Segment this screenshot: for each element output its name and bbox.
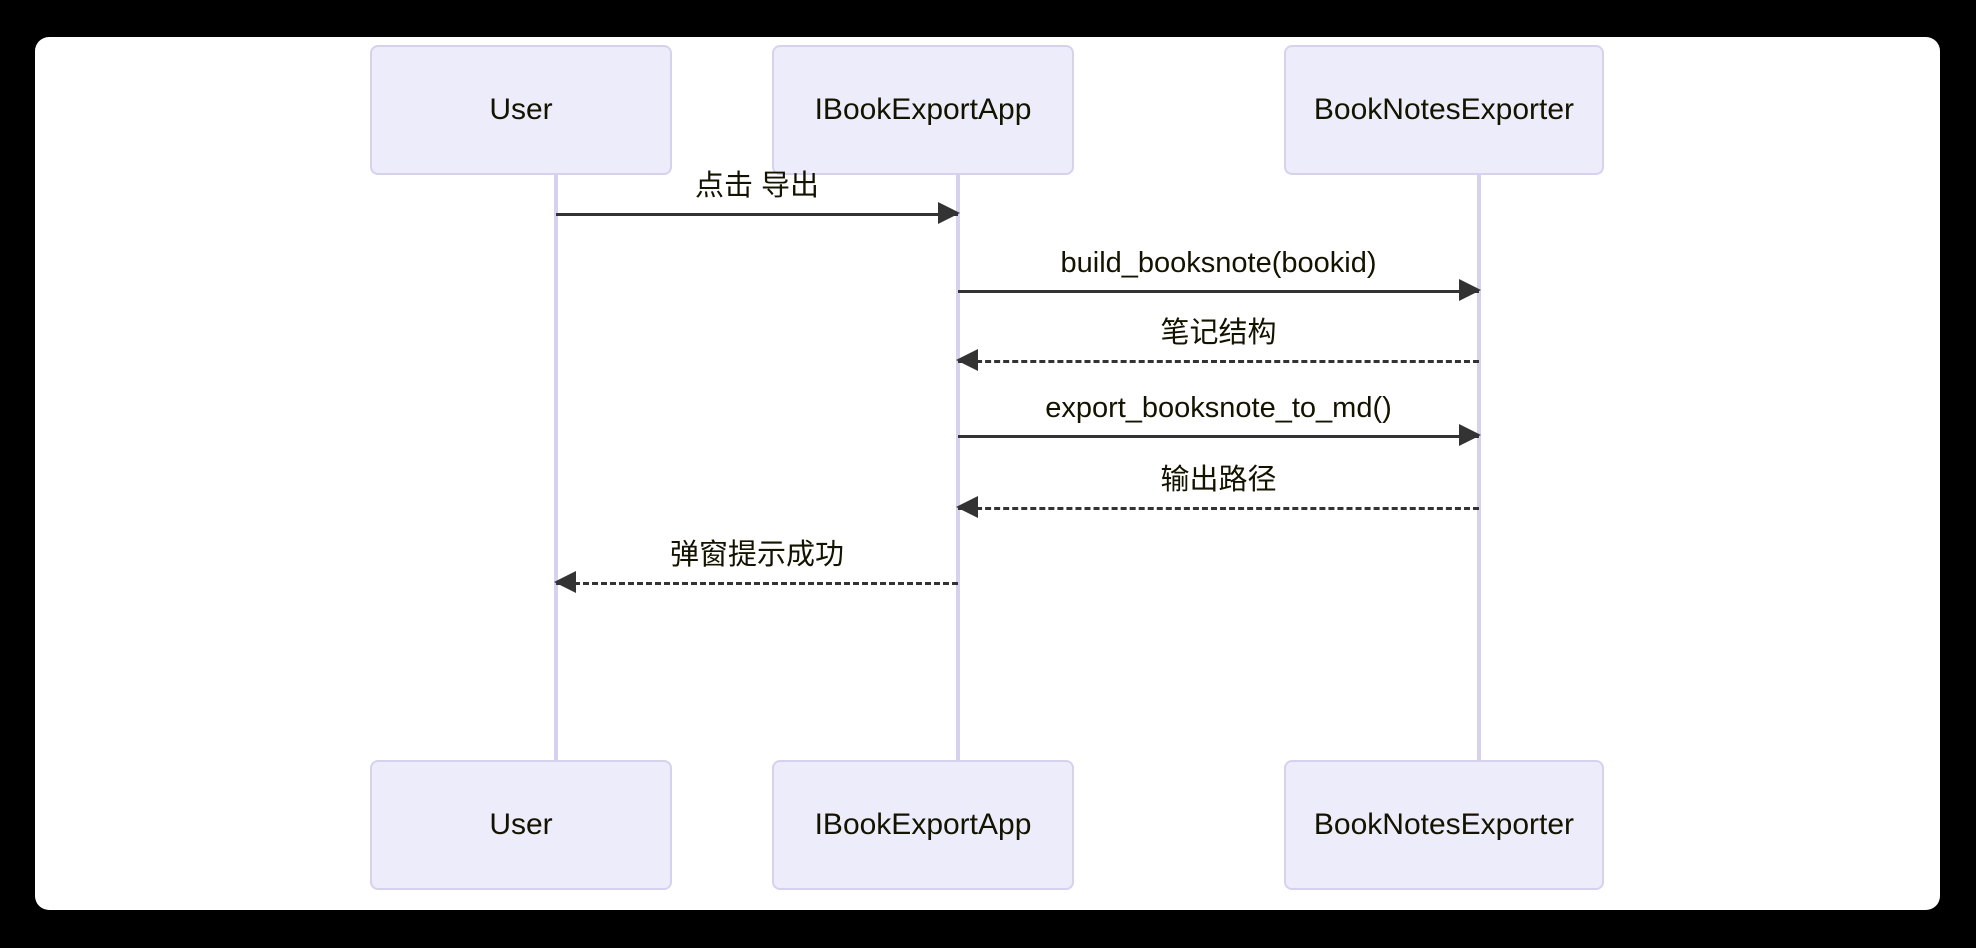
participant-box-user-top[interactable]: User: [370, 45, 672, 175]
participant-box-user-bottom[interactable]: User: [370, 760, 672, 890]
lifeline-ibookexportapp: [956, 175, 960, 761]
participant-box-booknotesexporter-bottom[interactable]: BookNotesExporter: [1284, 760, 1604, 890]
message-5-line: [556, 582, 958, 585]
message-0-line: [556, 213, 958, 216]
message-1-line: [958, 290, 1479, 293]
lifeline-booknotesexporter: [1477, 175, 1481, 761]
participant-label-user-bottom: User: [489, 808, 553, 841]
message-0-label: 点击 导出: [694, 170, 820, 202]
participant-box-booknotesexporter-top[interactable]: BookNotesExporter: [1284, 45, 1604, 175]
sequence-diagram: User IBookExportApp BookNotesExporter 点击…: [35, 37, 1940, 910]
message-3-label: export_booksnote_to_md(): [1045, 392, 1392, 424]
message-3-arrowhead-icon: [1459, 424, 1481, 446]
message-2-arrowhead-icon: [956, 349, 978, 371]
lifeline-user: [554, 175, 558, 761]
participant-label-booknotesexporter-top: BookNotesExporter: [1313, 93, 1575, 126]
participant-label-ibookexportapp-bottom: IBookExportApp: [814, 808, 1032, 841]
message-0-arrowhead-icon: [938, 202, 960, 224]
message-5-label: 弹窗提示成功: [669, 539, 844, 571]
participant-box-ibookexportapp-bottom[interactable]: IBookExportApp: [772, 760, 1074, 890]
participant-label-user-top: User: [489, 93, 553, 126]
participant-box-ibookexportapp-top[interactable]: IBookExportApp: [772, 45, 1074, 175]
participant-label-ibookexportapp-top: IBookExportApp: [814, 93, 1032, 126]
message-2-label: 笔记结构: [1160, 317, 1277, 349]
message-3-line: [958, 435, 1479, 438]
message-4-arrowhead-icon: [956, 496, 978, 518]
diagram-canvas: User IBookExportApp BookNotesExporter 点击…: [35, 37, 1940, 910]
message-5-arrowhead-icon: [554, 571, 576, 593]
message-1-arrowhead-icon: [1459, 279, 1481, 301]
message-4-line: [958, 507, 1479, 510]
message-1-label: build_booksnote(bookid): [1060, 247, 1377, 279]
message-2-line: [958, 360, 1479, 363]
message-4-label: 输出路径: [1160, 464, 1277, 496]
participant-label-booknotesexporter-bottom: BookNotesExporter: [1313, 808, 1575, 841]
